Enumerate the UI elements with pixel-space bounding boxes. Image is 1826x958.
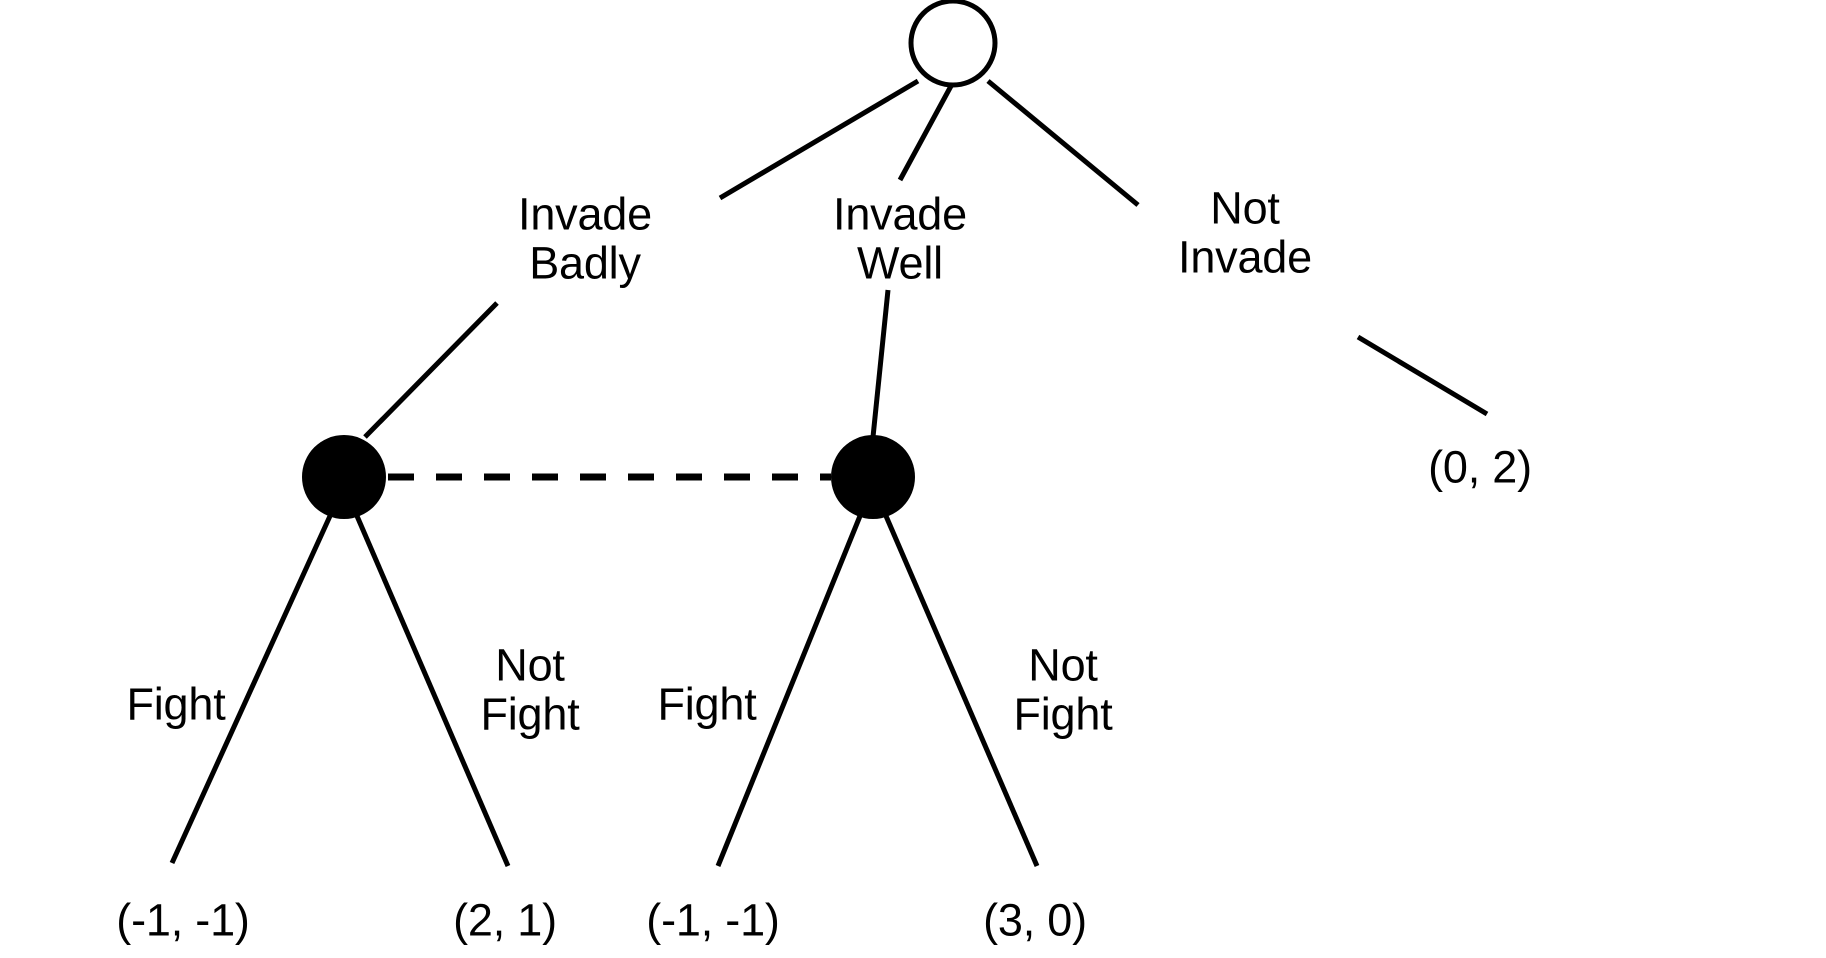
edge-right-not-fight	[883, 515, 1040, 867]
payoff-left-fight: (-1, -1)	[116, 894, 250, 946]
edge-right-fight	[715, 515, 863, 867]
decision-node-right[interactable]	[831, 435, 915, 519]
branch-label-left-not-fight: Not Fight	[480, 639, 580, 739]
edge-left-fight	[169, 514, 333, 865]
edge-root-to-not-invade	[986, 79, 1140, 207]
root-node[interactable]	[908, 0, 998, 88]
edge-invade-badly-tail	[363, 301, 499, 439]
edge-left-not-fight	[354, 515, 511, 867]
payoff-right-fight: (-1, -1)	[646, 894, 780, 946]
edge-invade-well-tail	[870, 289, 891, 438]
branch-label-invade-well: Invade Well	[833, 188, 967, 288]
branch-label-right-fight: Fight	[657, 678, 757, 730]
decision-node-left[interactable]	[302, 435, 386, 519]
payoff-left-not-fight: (2, 1)	[453, 894, 557, 946]
branch-label-left-fight: Fight	[126, 678, 226, 730]
edge-root-to-invade-well	[897, 84, 954, 182]
edge-not-invade-tail	[1356, 334, 1489, 417]
edge-root-to-invade-badly	[718, 78, 920, 201]
payoff-right-not-fight: (3, 0)	[983, 894, 1087, 946]
branch-label-invade-badly: Invade Badly	[518, 188, 652, 288]
branch-label-not-invade: Not Invade	[1178, 182, 1312, 282]
payoff-not-invade: (0, 2)	[1428, 441, 1532, 493]
branch-label-right-not-fight: Not Fight	[1013, 639, 1113, 739]
